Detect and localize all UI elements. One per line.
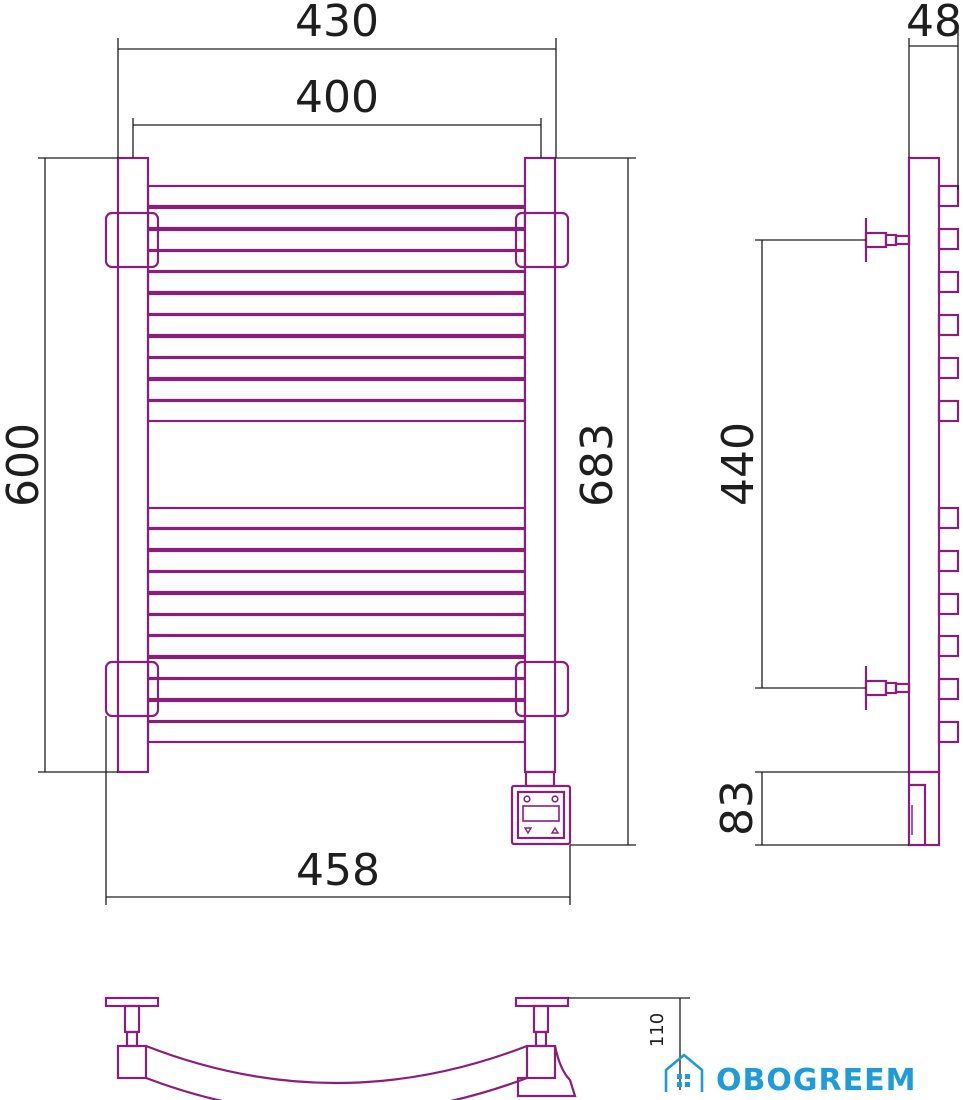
left-post	[116, 156, 150, 774]
dim-inner-width: 400	[295, 72, 379, 123]
rung	[146, 399, 527, 423]
top-bracket-left	[104, 996, 160, 1008]
front-dimensions	[38, 38, 636, 905]
bracket-top-right	[514, 211, 570, 269]
side-view	[864, 156, 960, 847]
side-rung-end	[937, 549, 960, 573]
rung	[146, 699, 527, 723]
top-view	[104, 996, 577, 1100]
side-rung-end	[937, 720, 960, 744]
dim-total-height: 683	[572, 423, 623, 507]
dim-total-width: 458	[296, 845, 380, 896]
side-rung-end	[937, 399, 960, 423]
rung	[146, 549, 527, 573]
rung	[146, 313, 527, 337]
rung	[146, 592, 527, 616]
rung	[146, 613, 527, 637]
rung	[146, 249, 527, 273]
rung	[146, 206, 527, 230]
top-dimensions	[568, 997, 690, 1090]
rung	[146, 506, 527, 530]
dim-bracket-spacing: 440	[713, 422, 764, 506]
heater-connector	[524, 770, 556, 788]
side-rung-end	[937, 634, 960, 658]
rungs	[146, 184, 527, 744]
side-rung-end	[937, 677, 960, 701]
rung	[146, 656, 527, 680]
rung	[146, 270, 527, 294]
rung	[146, 720, 527, 744]
top-bracket-right	[514, 996, 570, 1008]
dim-height: 600	[0, 423, 49, 507]
side-rung-end	[937, 313, 960, 337]
dim-wall-offset: 110	[647, 1013, 668, 1047]
curved-rung	[145, 1044, 528, 1100]
side-rung-end	[937, 270, 960, 294]
side-dimensions	[755, 30, 959, 846]
heater-display	[522, 805, 560, 822]
rung	[146, 184, 527, 208]
rung	[146, 634, 527, 658]
dim-heater-height: 83	[712, 780, 763, 836]
side-rung-end	[937, 356, 960, 380]
rung	[146, 527, 527, 551]
house-icon	[664, 1053, 704, 1092]
brand-name: OBOGREEM	[716, 1063, 916, 1098]
rung	[146, 677, 527, 701]
front-view	[104, 156, 572, 846]
bracket-top-left	[104, 211, 160, 269]
side-rung-end	[937, 506, 960, 530]
dim-depth: 48	[906, 0, 962, 47]
side-rung-end	[937, 592, 960, 616]
right-post	[523, 156, 557, 774]
rung	[146, 292, 527, 316]
rung	[146, 378, 527, 402]
rung	[146, 570, 527, 594]
heater-control-box	[510, 784, 572, 846]
rung	[146, 356, 527, 380]
rung	[146, 335, 527, 359]
bracket-bottom-left	[104, 660, 160, 718]
dim-outer-width: 430	[295, 0, 379, 47]
rung	[146, 228, 527, 252]
brand-logo: OBOGREEM	[664, 1053, 916, 1098]
side-post	[907, 156, 941, 774]
side-rung-end	[937, 227, 960, 251]
top-heater	[516, 1045, 577, 1098]
bracket-bottom-right	[514, 660, 570, 718]
side-rung-end	[937, 184, 960, 208]
side-rung-ends	[937, 184, 960, 744]
